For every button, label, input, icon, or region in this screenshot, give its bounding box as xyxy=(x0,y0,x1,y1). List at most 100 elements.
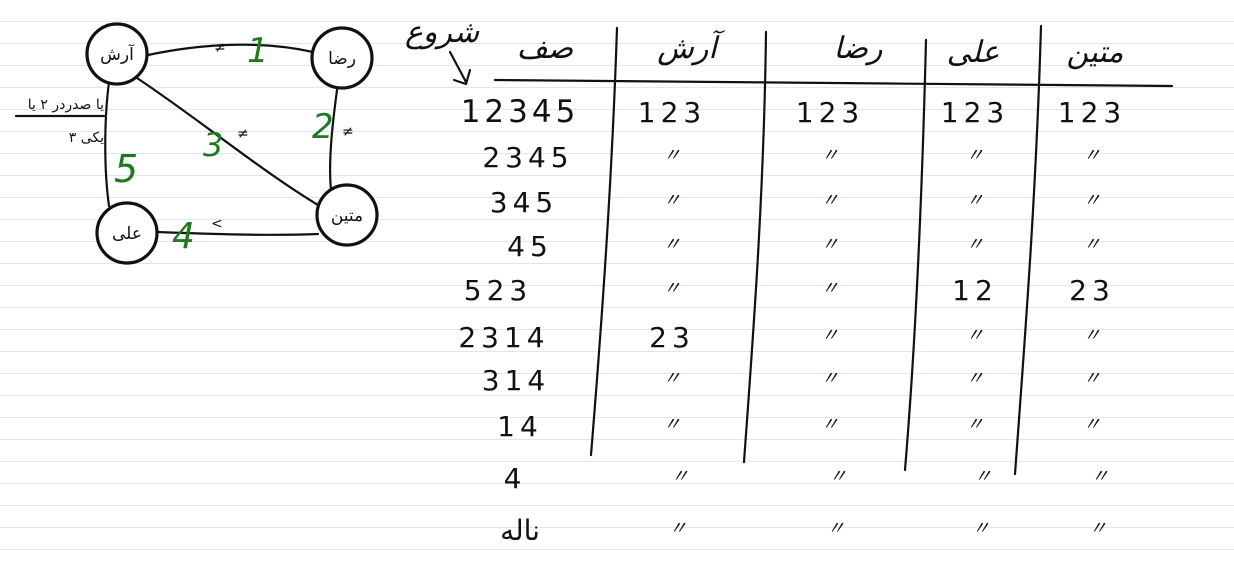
cell-queue: ناله xyxy=(500,514,540,547)
edge-reza-matin xyxy=(329,88,339,192)
cell-ali: 〃 xyxy=(966,325,984,346)
header-rule xyxy=(493,78,1174,88)
cell-queue: 2314 xyxy=(458,321,549,354)
cell-ali: 〃 xyxy=(966,145,984,166)
cell-reza: 〃 xyxy=(821,145,839,166)
divider-arash-reza xyxy=(742,30,768,464)
divider-reza-ali xyxy=(903,38,928,472)
edge-mark-1: ≠ xyxy=(214,40,226,56)
cell-ali: 〃 xyxy=(974,466,992,487)
cell-ali: 12 xyxy=(952,274,998,307)
node-ali-label: علی xyxy=(112,224,142,244)
node-matin: متین xyxy=(315,183,379,247)
edge-ali-matin xyxy=(155,230,320,236)
start-label: شروع xyxy=(405,15,480,50)
cell-arash: 〃 xyxy=(671,466,689,487)
table-row: 45 〃 〃 〃 〃 xyxy=(507,230,1101,263)
edge-weight-1: 1 xyxy=(247,31,269,71)
cell-ali: 123 xyxy=(941,96,1009,129)
table-row: 314 〃 〃 〃 〃 xyxy=(482,364,1101,397)
cell-arash: 〃 xyxy=(663,190,681,211)
edge-weight-2: 2 xyxy=(312,107,334,147)
cell-arash: 〃 xyxy=(663,234,681,255)
start-arrow-head xyxy=(452,68,472,86)
cell-reza: 〃 xyxy=(821,368,839,389)
table-row: ناله 〃 〃 〃 〃 xyxy=(500,514,1107,547)
cell-queue: 345 xyxy=(490,186,558,219)
node-reza: رضا xyxy=(310,26,374,90)
cell-reza: 〃 xyxy=(821,414,839,435)
node-arash-label: آرش xyxy=(100,43,135,65)
cell-matin: 〃 xyxy=(1091,466,1109,487)
table-row: 12345 123 123 123 123 xyxy=(461,94,1126,130)
node-matin-label: متین xyxy=(331,206,363,226)
edge-weight-5: 5 xyxy=(114,147,138,191)
cell-matin: 〃 xyxy=(1083,145,1101,166)
edge-mark-4: < xyxy=(211,216,223,232)
start-arrow-shaft xyxy=(448,50,468,84)
node-reza-label: رضا xyxy=(328,49,356,69)
cell-ali: 〃 xyxy=(966,368,984,389)
cell-queue: 14 xyxy=(497,410,543,443)
cell-matin: 23 xyxy=(1069,274,1115,307)
edge-mark-3: ≠ xyxy=(237,126,249,142)
node-arash: آرش xyxy=(85,22,149,86)
divider-ali-matin xyxy=(1013,24,1043,476)
header-reza: رضا xyxy=(833,31,883,66)
table-row: 2314 23 〃 〃 〃 xyxy=(458,321,1101,354)
edge-weight-4: 4 xyxy=(172,216,195,257)
cell-queue: 4 xyxy=(504,462,527,495)
cell-reza: 123 xyxy=(796,96,864,129)
table-row: 4 〃 〃 〃 〃 xyxy=(504,462,1109,495)
cell-queue: 523 xyxy=(464,274,532,307)
cell-queue: 2345 xyxy=(482,141,573,174)
table-row: 2345 〃 〃 〃 〃 xyxy=(482,141,1101,174)
edge-mark-2: ≠ xyxy=(342,124,354,140)
cell-arash: 23 xyxy=(649,321,695,354)
edge-arash-matin xyxy=(135,76,320,207)
side-note-line2: یکی ۳ xyxy=(69,130,104,146)
cell-reza: 〃 xyxy=(821,278,839,299)
cell-queue: 45 xyxy=(507,230,553,263)
cell-reza: 〃 xyxy=(821,325,839,346)
cell-arash: 123 xyxy=(638,96,706,129)
header-matin: متین xyxy=(1066,35,1123,70)
cell-arash: 〃 xyxy=(663,368,681,389)
graph-diagram: آرش رضا علی متین 1 ≠ 2 ≠ 3 ≠ 4 < 5 یا صد… xyxy=(14,22,379,265)
cell-reza: 〃 xyxy=(827,518,845,539)
cell-matin: 〃 xyxy=(1083,234,1101,255)
cell-matin: 〃 xyxy=(1089,518,1107,539)
cell-matin: 〃 xyxy=(1083,414,1101,435)
cell-arash: 〃 xyxy=(663,145,681,166)
divider-queue-arash xyxy=(589,26,619,457)
table-row: 345 〃 〃 〃 〃 xyxy=(490,186,1101,219)
table-row: 523 〃 〃 12 23 xyxy=(464,274,1115,307)
header-ali: علی xyxy=(947,35,1000,70)
cell-matin: 〃 xyxy=(1083,325,1101,346)
cell-arash: 〃 xyxy=(663,414,681,435)
cell-queue: 12345 xyxy=(461,94,580,130)
edge-arash-ali xyxy=(104,80,111,208)
side-note-line1: یا صدردر ۲ یا xyxy=(28,97,104,113)
cell-matin: 123 xyxy=(1058,96,1126,129)
node-ali: علی xyxy=(95,201,159,265)
cell-ali: 〃 xyxy=(966,234,984,255)
cell-queue: 314 xyxy=(482,364,550,397)
cell-reza: 〃 xyxy=(821,234,839,255)
cell-reza: 〃 xyxy=(829,466,847,487)
header-queue: صف xyxy=(517,31,574,66)
cell-matin: 〃 xyxy=(1083,368,1101,389)
cell-reza: 〃 xyxy=(821,190,839,211)
edge-weight-3: 3 xyxy=(203,126,223,164)
cell-arash: 〃 xyxy=(669,518,687,539)
header-arash: آرش xyxy=(657,29,725,66)
cell-matin: 〃 xyxy=(1083,190,1101,211)
cell-ali: 〃 xyxy=(972,518,990,539)
cell-arash: 〃 xyxy=(663,278,681,299)
cell-ali: 〃 xyxy=(966,190,984,211)
cell-ali: 〃 xyxy=(966,414,984,435)
table-row: 14 〃 〃 〃 〃 xyxy=(497,410,1101,443)
